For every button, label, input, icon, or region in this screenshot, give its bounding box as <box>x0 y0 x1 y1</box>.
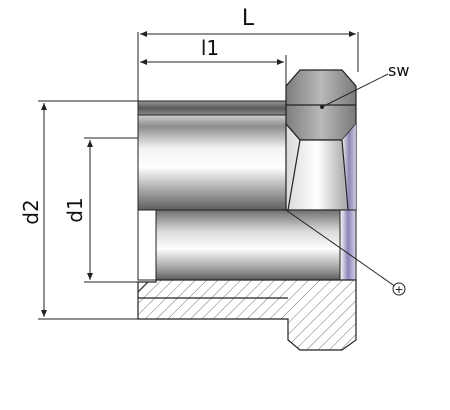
label-l1: l1 <box>201 36 219 60</box>
label-d2: d2 <box>19 199 43 224</box>
fitting-body <box>137 69 357 351</box>
dimension-L: L <box>137 6 359 108</box>
label-plus: + <box>394 283 403 296</box>
label-d1: d1 <box>63 197 87 222</box>
section-hatch <box>137 279 357 351</box>
plus-marker-icon <box>392 282 406 296</box>
bore <box>155 209 347 281</box>
dimension-l1: l1 <box>140 36 287 100</box>
dimension-d1: d1 <box>63 137 138 283</box>
leader-plus-marker: + <box>285 209 406 296</box>
label-L: L <box>242 6 255 31</box>
label-sw: sw <box>388 61 409 80</box>
dimension-d2: d2 <box>19 100 138 320</box>
leader-sw: sw <box>320 61 409 109</box>
